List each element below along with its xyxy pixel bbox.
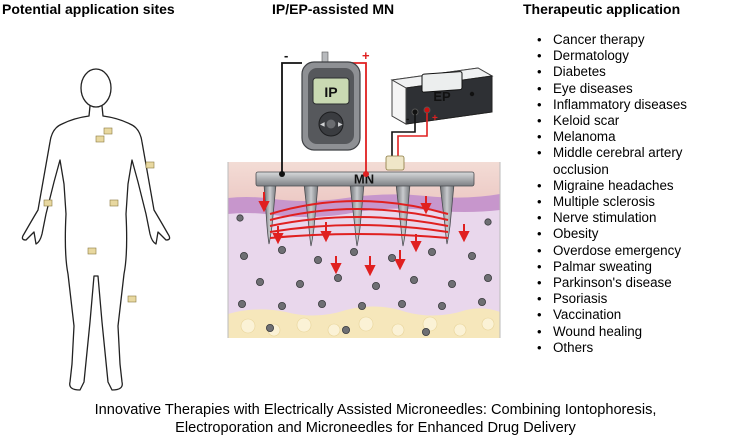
application-item: Middle cerebral artery <box>537 145 687 161</box>
drug-particle <box>350 247 359 256</box>
flux-arrow <box>330 256 342 275</box>
application-item: Dermatology <box>537 48 687 64</box>
black-wire <box>281 62 302 174</box>
plus-sign: + <box>362 48 370 63</box>
drug-particle <box>255 277 264 286</box>
application-item: occlusion <box>553 161 609 177</box>
svg-text:▶: ▶ <box>338 121 343 128</box>
ip-ep-microneedle-diagram: MN - + IP ◀ ▶ EP - + <box>227 48 501 338</box>
drug-particle <box>409 275 418 284</box>
application-item: Cancer therapy <box>537 32 687 48</box>
application-item: Parkinson's disease <box>537 275 687 291</box>
drug-particle <box>334 273 343 282</box>
microneedle <box>303 183 319 247</box>
patch-marker <box>127 295 137 303</box>
application-item: Wound healing <box>537 324 687 340</box>
minus-sign: - <box>284 48 288 63</box>
flux-arrow <box>272 226 284 245</box>
application-item: Psoriasis <box>537 291 687 307</box>
drug-particle <box>421 327 430 336</box>
drug-particle <box>447 279 456 288</box>
ip-device: IP ◀ ▶ <box>301 51 361 151</box>
application-item: Overdose emergency <box>537 243 687 259</box>
patch-marker <box>87 247 97 255</box>
flux-arrow <box>364 256 376 277</box>
patch-marker <box>103 127 113 135</box>
patch-markers <box>43 127 155 303</box>
ep-label: EP <box>433 89 451 104</box>
ip-ep-mn-header: IP/EP-assisted MN <box>272 1 395 17</box>
flux-arrow <box>410 234 422 253</box>
potential-sites-header: Potential application sites <box>2 1 175 17</box>
ep-black-wire <box>391 114 416 160</box>
drug-particle <box>387 253 396 262</box>
flux-arrow <box>394 250 406 271</box>
drug-particle <box>266 323 275 332</box>
drug-particle <box>239 251 248 260</box>
ep-connector <box>385 155 405 171</box>
drug-particle <box>342 325 351 334</box>
therapeutic-application-list: Cancer therapyDermatologyDiabetesEye dis… <box>537 32 687 356</box>
drug-particle <box>357 301 366 310</box>
drug-particle <box>484 218 492 226</box>
ep-red-wire <box>397 113 428 160</box>
patch-marker <box>109 199 119 207</box>
application-item: Vaccination <box>537 307 687 323</box>
application-item: Others <box>537 340 687 356</box>
application-item: Nerve stimulation <box>537 210 687 226</box>
drug-particle <box>236 214 244 222</box>
ip-label: IP <box>324 84 337 100</box>
drug-particle <box>237 299 246 308</box>
ep-device: EP - + <box>390 67 494 125</box>
drug-particle <box>437 301 446 310</box>
drug-particle <box>467 251 476 260</box>
application-item: Keloid scar <box>537 113 687 129</box>
patch-marker <box>145 161 155 169</box>
ep-minus-sign: - <box>406 114 409 125</box>
drug-particle <box>483 273 492 282</box>
drug-particle <box>427 247 436 256</box>
mn-label: MN <box>354 172 374 187</box>
application-item: Melanoma <box>537 129 687 145</box>
drug-particle <box>371 281 380 290</box>
drug-particle <box>397 299 406 308</box>
svg-text:◀: ◀ <box>320 121 325 128</box>
application-item: Obesity <box>537 226 687 242</box>
ep-plus-sign: + <box>432 113 438 124</box>
drug-particle <box>296 279 305 288</box>
flux-arrow <box>458 224 470 243</box>
drug-particle <box>278 245 287 254</box>
application-item: Multiple sclerosis <box>537 194 687 210</box>
drug-particle <box>314 255 323 264</box>
red-wire-contact <box>363 171 369 177</box>
human-body-figure <box>21 68 171 391</box>
flux-arrow <box>320 222 332 243</box>
microneedles <box>263 183 455 247</box>
drug-particle <box>278 301 287 310</box>
application-item: Palmar sweating <box>537 259 687 275</box>
basal-layer <box>228 194 500 217</box>
caption-line-1: Innovative Therapies with Electrically A… <box>94 402 657 418</box>
application-item: Diabetes <box>537 64 687 80</box>
application-item: Migraine headaches <box>537 178 687 194</box>
flux-arrow <box>420 196 432 215</box>
drug-particle <box>318 299 327 308</box>
flux-arrows <box>258 192 470 277</box>
drug-particle <box>477 297 486 306</box>
application-item: Eye diseases <box>537 81 687 97</box>
caption-line-2: Electroporation and Microneedles for Enh… <box>175 420 576 436</box>
patch-marker <box>95 135 105 143</box>
application-item: Inflammatory diseases <box>537 97 687 113</box>
drug-particles <box>236 214 492 336</box>
therapeutic-application-header: Therapeutic application <box>523 1 681 17</box>
figure-caption: Innovative Therapies with Electrically A… <box>0 401 751 437</box>
microneedle <box>395 183 411 247</box>
black-wire-contact <box>279 171 285 177</box>
patch-marker <box>43 199 53 207</box>
flux-arrow <box>258 192 270 213</box>
